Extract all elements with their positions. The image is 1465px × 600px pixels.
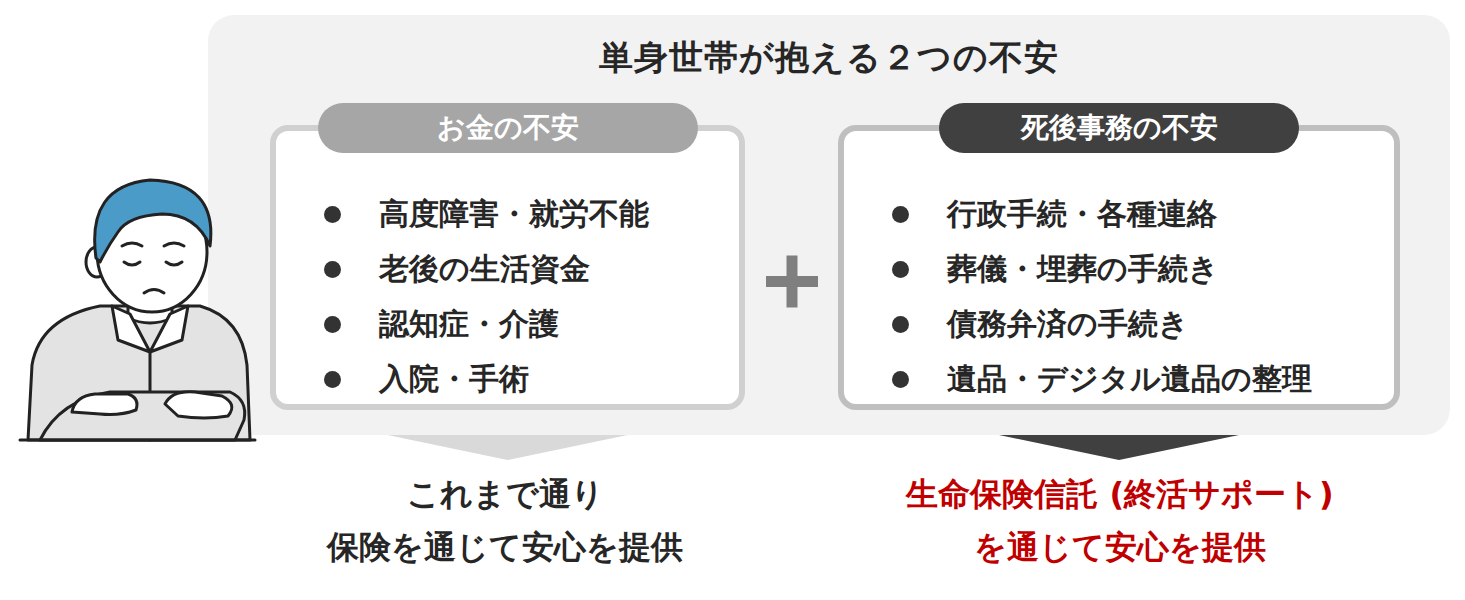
heading-pill: 死後事務の不安 [939, 103, 1299, 153]
collar [112, 306, 150, 352]
box-heading: 死後事務の不安 [1021, 109, 1218, 147]
frown [144, 290, 164, 294]
bullet-item: 遺品・デジタル遺品の整理 [947, 359, 1312, 400]
down-triangle-arrow [388, 435, 628, 460]
bullet-row: 認知症・介護 [324, 297, 649, 352]
bullet-item: 行政手続・各種連絡 [947, 194, 1217, 235]
collar [150, 306, 188, 352]
group-panel: お金の不安高度障害・就労不能老後の生活資金認知症・介護入院・手術死後事務の不安行… [208, 15, 1450, 435]
ear [86, 247, 108, 277]
down-triangle-arrow [999, 435, 1239, 460]
bullet-dot [324, 371, 341, 388]
desk-edge [20, 439, 255, 442]
bullet-dot [324, 206, 341, 223]
bullet-dot [892, 316, 909, 333]
face [97, 192, 207, 312]
bullet-list: 行政手続・各種連絡葬儀・埋葬の手続き債務弁済の手続き遺品・デジタル遺品の整理 [892, 187, 1312, 407]
bullet-row: 遺品・デジタル遺品の整理 [892, 352, 1312, 407]
neck [128, 290, 172, 323]
hair [95, 180, 211, 262]
bullet-row: 入院・手術 [324, 352, 649, 407]
result-text-block: これまで通り 保険を通じて安心を提供 [305, 468, 705, 574]
hand [72, 394, 137, 415]
bullet-row: 高度障害・就労不能 [324, 187, 649, 242]
category-box: 死後事務の不安行政手続・各種連絡葬儀・埋葬の手続き債務弁済の手続き遺品・デジタル… [838, 125, 1400, 410]
heading-pill: お金の不安 [318, 103, 698, 153]
result-text: これまで通り 保険を通じて安心を提供 [305, 468, 705, 574]
result-text-block: 生命保険信託 (終活サポート) を通じて安心を提供 [860, 468, 1380, 574]
bullet-item: 認知症・介護 [379, 304, 559, 345]
closed-eye [166, 262, 182, 265]
bullet-dot [892, 206, 909, 223]
bullet-item: 入院・手術 [379, 359, 529, 400]
sweater-seam [149, 352, 152, 440]
bullet-row: 行政手続・各種連絡 [892, 187, 1312, 242]
bullet-dot [892, 371, 909, 388]
bullet-item: 債務弁済の手続き [947, 304, 1189, 345]
bullet-item: 老後の生活資金 [379, 249, 590, 290]
bullet-item: 高度障害・就労不能 [379, 194, 649, 235]
bullet-dot [324, 316, 341, 333]
result-text: 生命保険信託 (終活サポート) を通じて安心を提供 [860, 468, 1380, 574]
closed-eye [124, 262, 140, 265]
bullet-dot [892, 261, 909, 278]
bullet-item: 葬儀・埋葬の手続き [947, 249, 1219, 290]
category-box: お金の不安高度障害・就労不能老後の生活資金認知症・介護入院・手術 [270, 125, 745, 410]
eyebrow [164, 243, 184, 246]
panel-title: 単身世帯が抱える２つの不安 [208, 15, 1450, 81]
eyebrow [122, 243, 142, 246]
bullet-dot [324, 261, 341, 278]
box-heading: お金の不安 [437, 109, 579, 147]
bullet-row: 老後の生活資金 [324, 242, 649, 297]
bullet-row: 葬儀・埋葬の手続き [892, 242, 1312, 297]
bullet-list: 高度障害・就労不能老後の生活資金認知症・介護入院・手術 [324, 187, 649, 407]
bullet-row: 債務弁済の手続き [892, 297, 1312, 352]
